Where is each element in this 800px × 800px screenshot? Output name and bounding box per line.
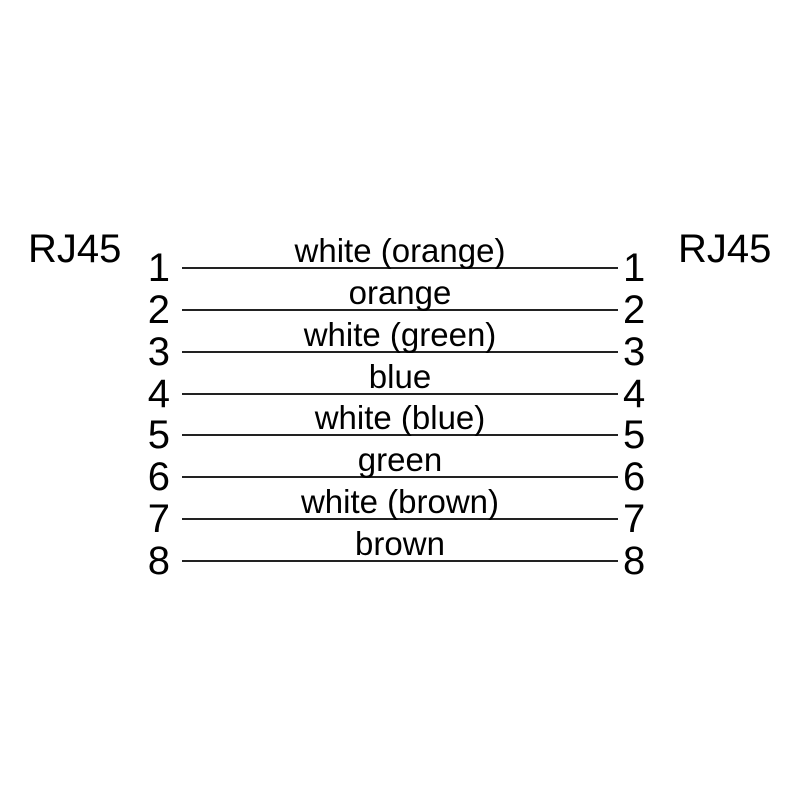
- pin-number-left: 6: [147, 455, 170, 499]
- pin-number-left: 2: [147, 288, 170, 332]
- pin-number-right: 5: [623, 413, 646, 457]
- wire-color-label: white (orange): [294, 232, 506, 269]
- wire-line: [182, 309, 618, 311]
- wire-color-label: white (brown): [300, 483, 500, 520]
- pin-number-right: 2: [623, 288, 646, 332]
- rj45-label-left: RJ45: [28, 227, 122, 271]
- wire-color-label: white (green): [303, 316, 497, 353]
- pin-number-right: 4: [623, 372, 646, 416]
- pin-number-right: 3: [623, 330, 646, 374]
- wire-line: [182, 560, 618, 562]
- wire-line: [182, 434, 618, 436]
- wire-line: [182, 267, 618, 269]
- wire-line: [182, 393, 618, 395]
- wire-color-label: white (blue): [314, 399, 486, 436]
- pin-number-left: 8: [147, 539, 170, 583]
- wire-color-label: green: [357, 441, 443, 478]
- pin-number-left: 3: [147, 330, 170, 374]
- pin-number-left: 5: [147, 413, 170, 457]
- pin-number-right: 8: [623, 539, 646, 583]
- wire-line: [182, 351, 618, 353]
- wire-color-label: brown: [355, 525, 445, 562]
- pin-number-right: 1: [623, 246, 646, 290]
- wire-color-label: blue: [368, 358, 432, 395]
- wire-line: [182, 476, 618, 478]
- pin-number-left: 1: [147, 246, 170, 290]
- pin-number-left: 4: [147, 372, 170, 416]
- wire-color-label: orange: [348, 274, 452, 311]
- wire-line: [182, 518, 618, 520]
- pin-number-right: 7: [623, 497, 646, 541]
- pin-number-left: 7: [147, 497, 170, 541]
- rj45-label-right: RJ45: [678, 227, 772, 271]
- pin-number-right: 6: [623, 455, 646, 499]
